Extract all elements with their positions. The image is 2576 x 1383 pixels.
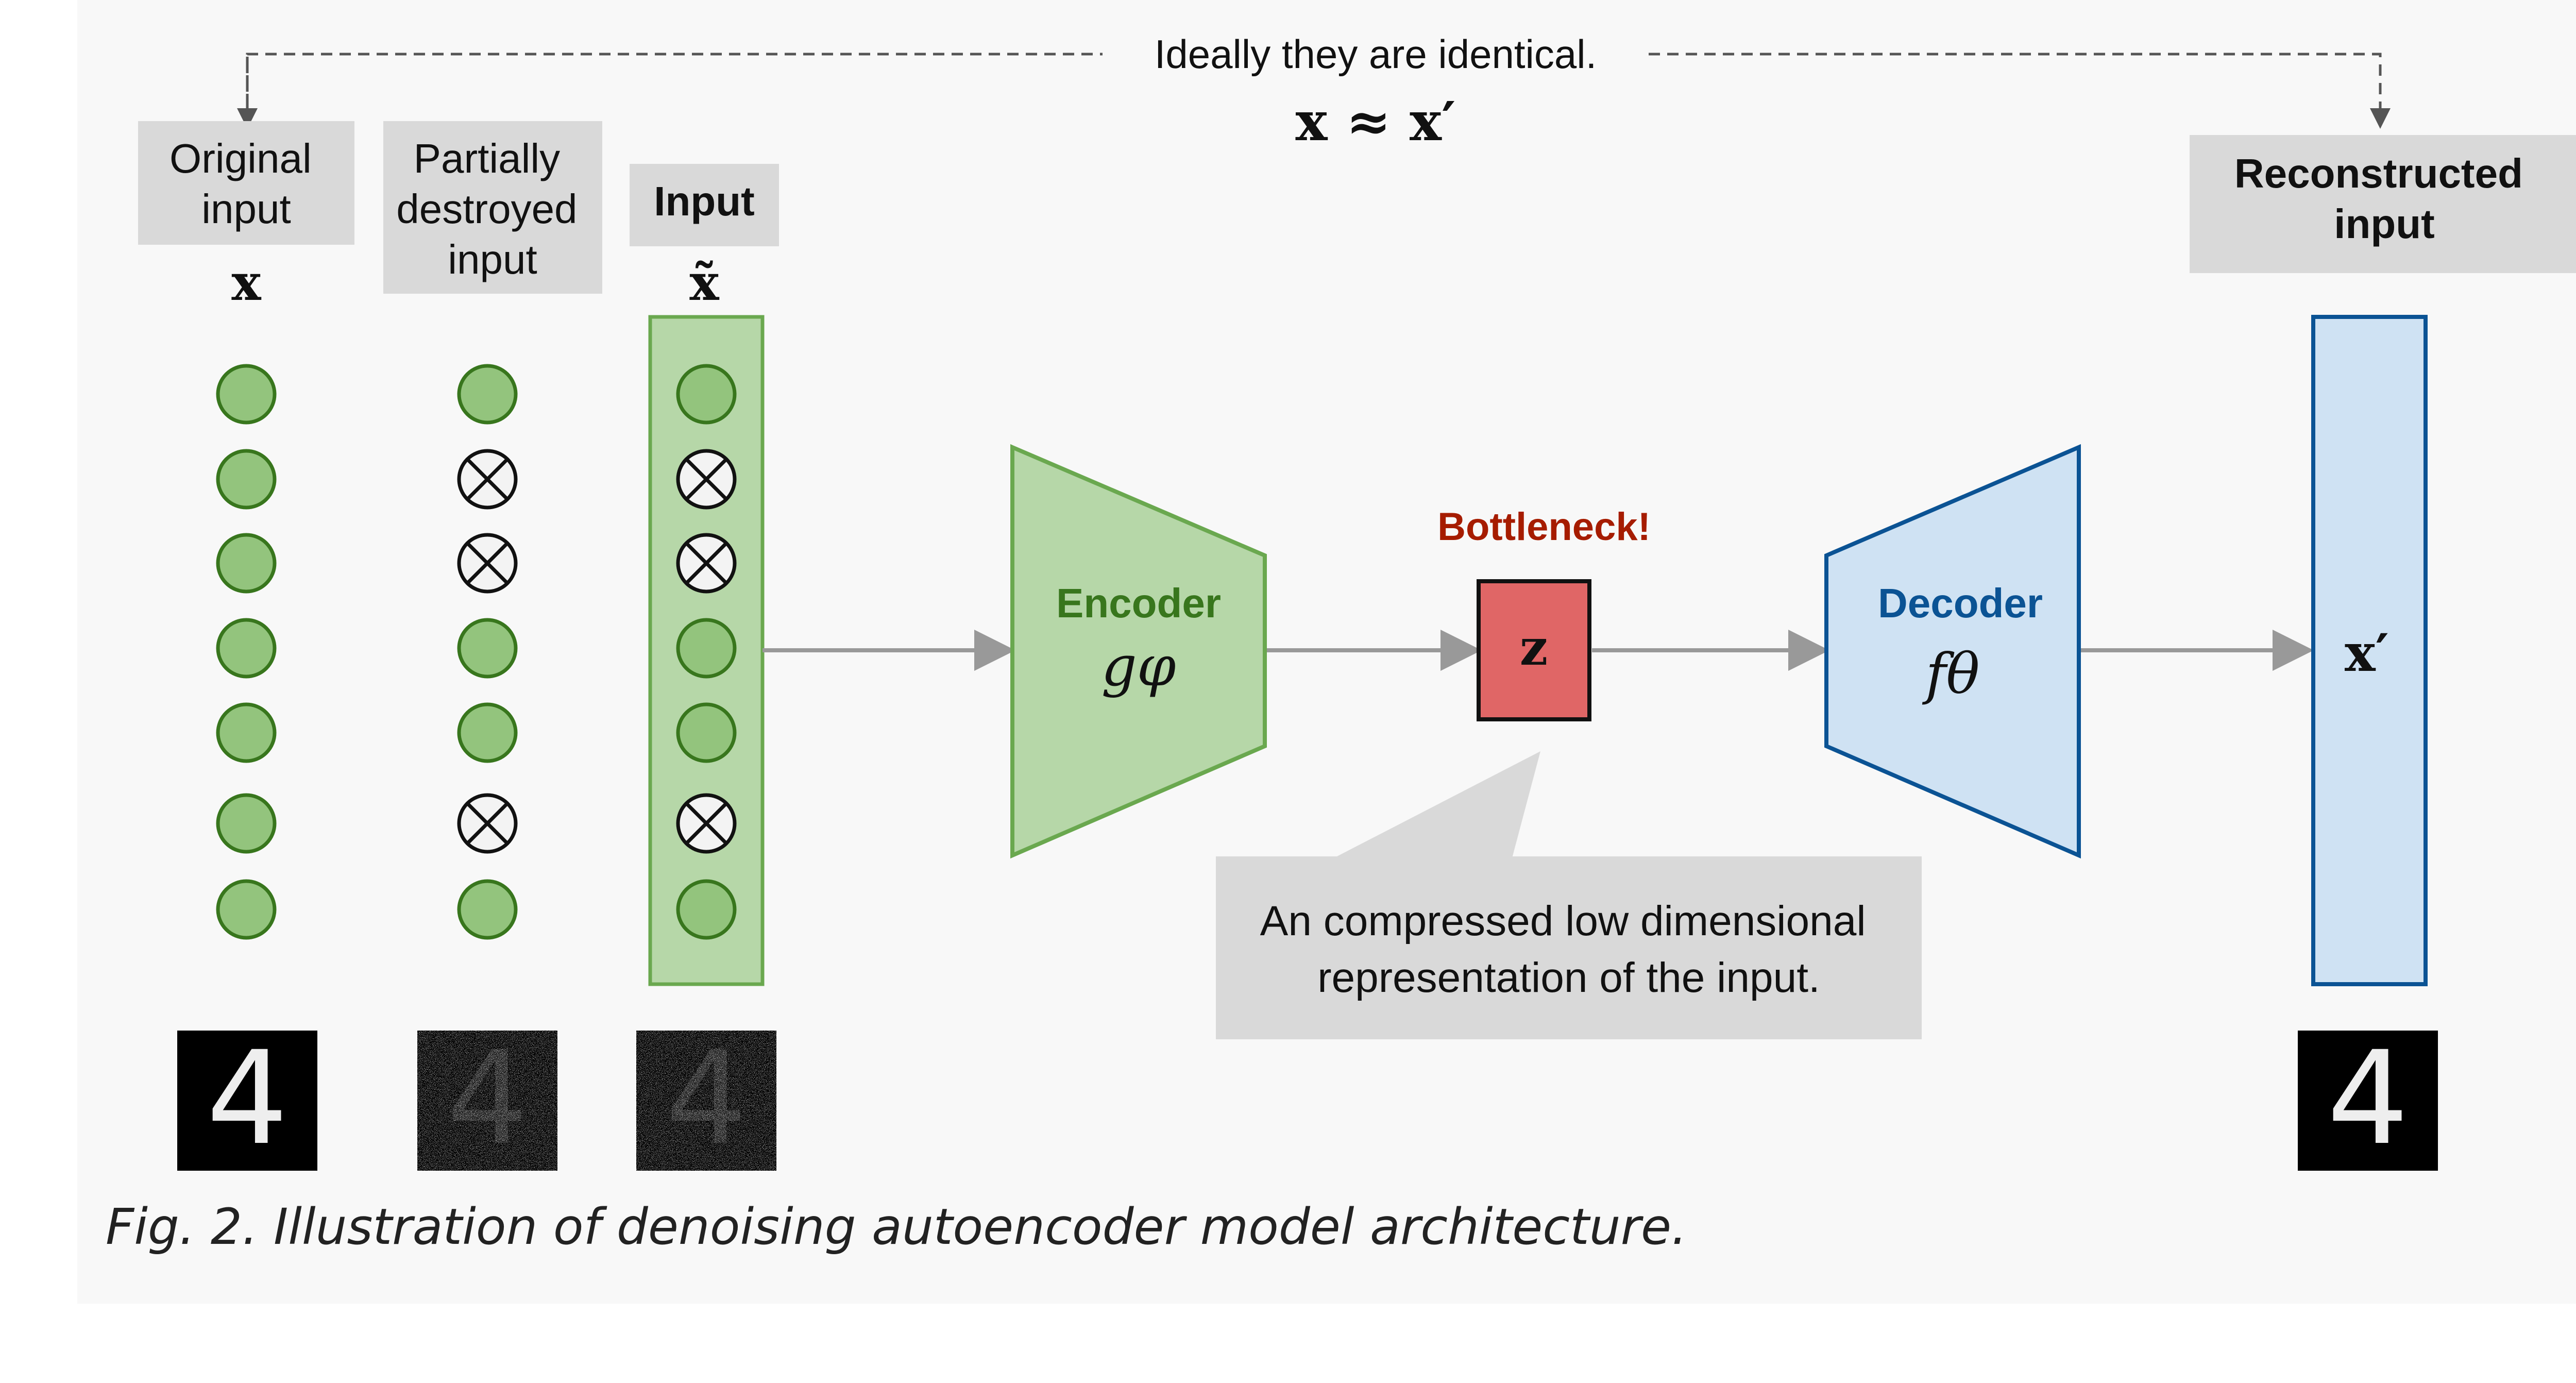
input-node [457, 879, 518, 940]
input-node [457, 702, 518, 763]
cross-mark-icon [684, 801, 728, 846]
reconstructed-digit-image: 4 [2298, 1023, 2438, 1173]
svg-text:4: 4 [206, 1023, 288, 1173]
input-node [676, 364, 737, 425]
decoder-symbol: fθ [1922, 642, 1980, 706]
ideal-note: Ideally they are identical. [1155, 31, 1597, 77]
cross-mark-icon [465, 801, 510, 846]
callout-text: An compressed low dimensional representa… [1260, 898, 1878, 1001]
reconstructed-label-box [2190, 135, 2576, 273]
input-node [676, 618, 737, 679]
cross-mark-icon [684, 541, 728, 585]
partial-digit-image: 4 [417, 1023, 557, 1173]
input-node [216, 879, 277, 940]
input-node [676, 879, 737, 940]
reconstructed-label: Reconstructed input [2234, 150, 2534, 247]
input-node [216, 793, 277, 854]
input-digit-image: 4 [636, 1023, 776, 1173]
equation: x ≈ x′ [1296, 90, 1456, 153]
cross-mark-icon [684, 457, 728, 501]
original-input-label-box [138, 121, 354, 245]
input-node [457, 618, 518, 679]
original-symbol: x [231, 254, 261, 312]
cross-mark-icon [465, 457, 510, 501]
input-node [216, 364, 277, 425]
input-node [457, 364, 518, 425]
bottleneck-label: Bottleneck! [1437, 505, 1651, 549]
input-node-column [676, 364, 737, 940]
decoder-label: Decoder [1878, 580, 2043, 626]
figure-caption: Fig. 2. Illustration of denoising autoen… [106, 1198, 1687, 1256]
encoder-label: Encoder [1056, 580, 1221, 626]
input-node [216, 449, 277, 510]
input-node [676, 702, 737, 763]
identical-connector [237, 53, 2391, 129]
original-node-column [216, 364, 277, 940]
input-node [216, 702, 277, 763]
input-node [216, 533, 277, 594]
input-label: Input [654, 178, 754, 224]
svg-text:4: 4 [2327, 1023, 2409, 1173]
input-symbol: x̃ [689, 254, 719, 312]
bottleneck-symbol: z [1520, 618, 1548, 677]
original-input-label: Original input [170, 136, 323, 232]
decoder-shape [1824, 444, 2081, 859]
encoder-symbol: gφ [1101, 634, 1176, 699]
partial-input-label-box [383, 121, 602, 294]
input-label-box [630, 164, 779, 246]
cross-mark-icon [465, 541, 510, 585]
original-digit-image: 4 [177, 1023, 317, 1173]
callout-pointer [1337, 751, 1540, 858]
bottleneck-box [1477, 579, 1591, 721]
output-column [2311, 315, 2428, 986]
partial-input-label: Partially destroyed input [396, 136, 589, 282]
output-symbol: x′ [2345, 622, 2389, 683]
callout-box [1216, 856, 1922, 1039]
input-node [216, 618, 277, 679]
encoder-shape [1010, 444, 1267, 859]
partial-node-column [457, 364, 518, 940]
